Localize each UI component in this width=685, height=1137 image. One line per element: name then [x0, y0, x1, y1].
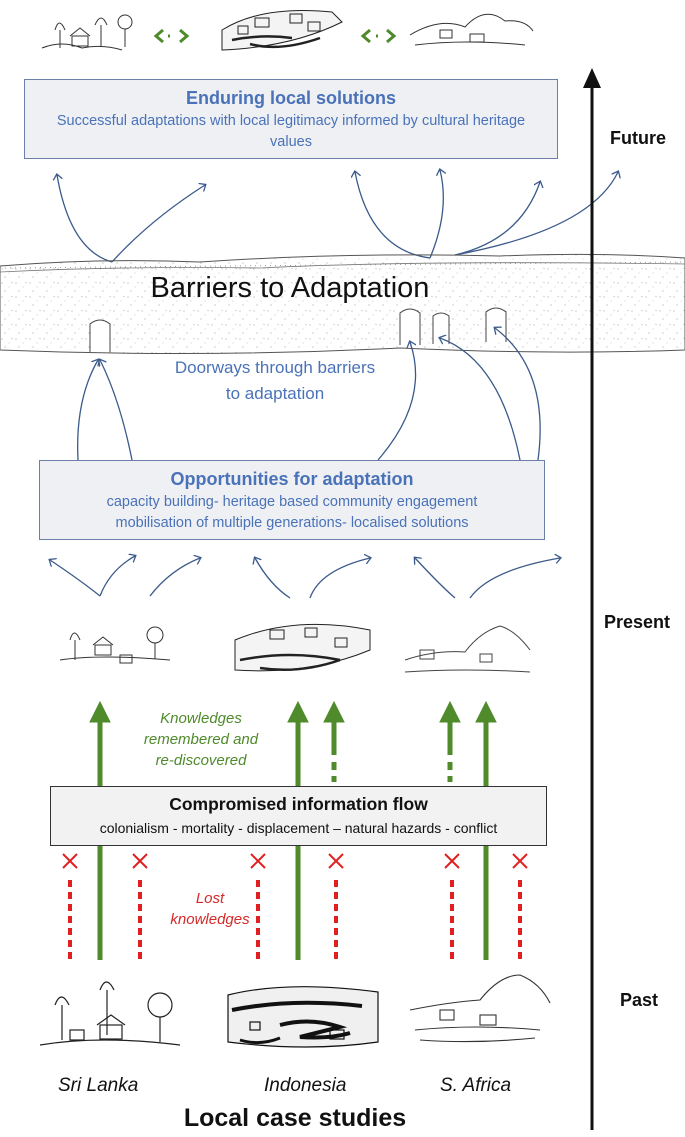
knowledges-text: Knowledges remembered and re-discovered [136, 708, 266, 771]
sketch-safrica-top [409, 13, 534, 46]
lost-text: Lost knowledges [160, 888, 260, 930]
knowledges-line1: Knowledges [160, 710, 242, 727]
arrows-barrier-to-solutions [57, 170, 618, 263]
sketch-srilanka-past [39, 981, 181, 1046]
opportunities-title: Opportunities for adaptation [170, 469, 414, 489]
timeline-present: Present [604, 612, 671, 632]
place-indonesia: Indonesia [264, 1075, 347, 1096]
lost-line1: Lost [195, 890, 225, 907]
doorways-line1: Doorways through barriers [174, 358, 376, 377]
opportunities-box: Opportunities for adaptation capacity bu… [39, 460, 545, 540]
lost-line2: knowledges [170, 911, 250, 928]
footer-title: Local case studies [183, 1104, 407, 1132]
place-sri-lanka: Sri Lanka [58, 1075, 139, 1096]
arrows-landscapes-to-opportunities [50, 556, 560, 599]
arrows-opportunities-to-doorways [77, 328, 541, 461]
solutions-box: Enduring local solutions Successful adap… [24, 79, 558, 159]
barrier-title: Barriers to Adaptation [150, 272, 430, 304]
barrier-wall [0, 253, 685, 355]
sketch-indonesia-top [221, 10, 343, 51]
sketch-srilanka-top [41, 14, 133, 51]
compromised-title: Compromised information flow [169, 794, 428, 814]
place-s-africa: S. Africa [440, 1075, 512, 1096]
red-x-marks [62, 853, 528, 869]
green-double-arrow-left [153, 28, 190, 44]
solutions-title: Enduring local solutions [185, 88, 396, 108]
sketch-safrica-past [409, 974, 551, 1043]
sketch-indonesia-present [234, 623, 371, 672]
timeline-arrow [583, 68, 601, 1130]
opportunities-line2: mobilisation of multiple generations- lo… [115, 515, 469, 531]
sketch-indonesia-past [227, 986, 379, 1048]
sketch-safrica-present [404, 625, 531, 673]
red-lost-lines [68, 880, 522, 960]
timeline-past: Past [620, 990, 659, 1010]
timeline-future: Future [610, 128, 666, 148]
green-double-arrow-right [360, 28, 397, 44]
knowledges-line3: re-discovered [155, 752, 247, 769]
compromised-box: Compromised information flow colonialism… [50, 786, 547, 846]
solutions-text: Successful adaptations with local legiti… [56, 113, 526, 150]
knowledges-line2: remembered and [143, 731, 259, 748]
compromised-text: colonialism - mortality - displacement –… [99, 820, 498, 836]
opportunities-line1: capacity building- heritage based commun… [106, 494, 478, 510]
doorways-line2: to adaptation [225, 384, 325, 403]
sketch-srilanka-present [59, 626, 171, 664]
